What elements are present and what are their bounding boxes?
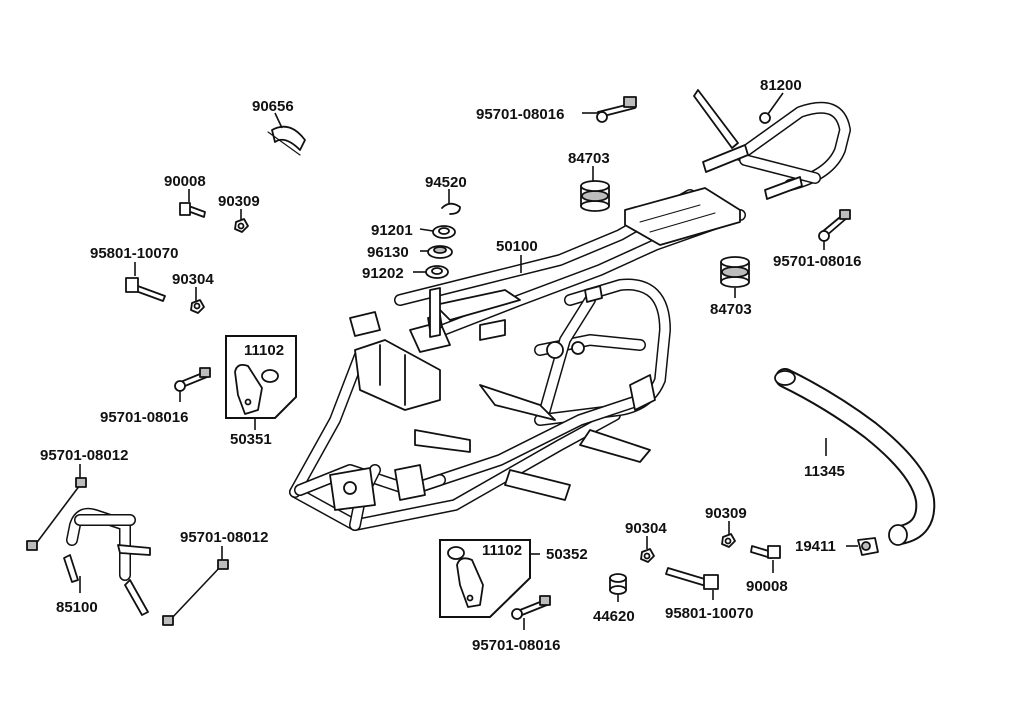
label-50351: 50351 xyxy=(230,431,272,448)
label-91201: 91201 xyxy=(371,222,413,239)
clamp-19411 xyxy=(857,537,879,556)
rubber-mount-84703-top xyxy=(580,180,610,212)
bearing-96130 xyxy=(427,245,453,259)
label-81200: 81200 xyxy=(760,77,802,94)
label-90309-left: 90309 xyxy=(218,193,260,210)
nut-90309-bottom xyxy=(721,533,736,548)
label-90656: 90656 xyxy=(252,98,294,115)
bolt-95701-08016-bottom xyxy=(511,595,551,620)
label-95801-10070-left: 95801-10070 xyxy=(90,245,178,262)
label-94520: 94520 xyxy=(425,174,467,191)
leader-lines xyxy=(79,92,858,630)
rubber-mount-84703-right xyxy=(720,256,750,288)
bolt-95701-08016-left xyxy=(174,367,211,392)
engine-bracket-50352 xyxy=(439,539,531,618)
label-95701-08016-bottom: 95701-08016 xyxy=(472,637,560,654)
rear-grab-bar-81200 xyxy=(693,89,851,200)
label-85100: 85100 xyxy=(56,599,98,616)
label-95801-10070-bottom: 95801-10070 xyxy=(665,605,753,622)
label-96130: 96130 xyxy=(367,244,409,261)
label-44620: 44620 xyxy=(593,608,635,625)
label-50100: 50100 xyxy=(496,238,538,255)
label-90008-left: 90008 xyxy=(164,173,206,190)
bearing-91201 xyxy=(432,225,456,239)
label-90008-bottom: 90008 xyxy=(746,578,788,595)
label-11345: 11345 xyxy=(804,463,845,480)
engine-bracket-50351 xyxy=(225,335,297,419)
clamp-90656 xyxy=(267,125,306,156)
rod-95701-08012-right xyxy=(162,559,229,626)
rod-95701-08012-left xyxy=(26,477,87,551)
label-90309-bottom: 90309 xyxy=(705,505,747,522)
label-91202: 91202 xyxy=(362,265,404,282)
circlip-94520 xyxy=(441,202,461,215)
label-19411: 19411 xyxy=(795,538,836,555)
hose-11345 xyxy=(774,368,936,546)
bolt-95701-08016-right xyxy=(818,209,851,242)
main-frame xyxy=(289,187,746,531)
bolt-95801-10070-left xyxy=(125,277,166,302)
label-11102-bottom: 11102 xyxy=(482,542,522,559)
label-84703-top: 84703 xyxy=(568,150,610,167)
label-11102-left: 11102 xyxy=(244,342,284,359)
washer-90304-left xyxy=(190,299,205,314)
nut-90309-left xyxy=(234,218,249,233)
label-95701-08016-right: 95701-08016 xyxy=(773,253,861,270)
washer-90304-bottom xyxy=(640,548,655,563)
label-84703-right: 84703 xyxy=(710,301,752,318)
bolt-90008-bottom xyxy=(750,545,781,559)
label-90304-left: 90304 xyxy=(172,271,214,288)
bolt-90008-left xyxy=(179,202,206,218)
label-95701-08016-left: 95701-08016 xyxy=(100,409,188,426)
label-95701-08012-right: 95701-08012 xyxy=(180,529,268,546)
bolt-95801-10070-bottom xyxy=(665,567,719,590)
label-90304-bottom: 90304 xyxy=(625,520,667,537)
bolt-95701-08016-top xyxy=(596,96,637,123)
bearing-91202 xyxy=(425,265,449,279)
foot-bar-85100 xyxy=(63,507,151,616)
label-95701-08016-top: 95701-08016 xyxy=(476,106,564,123)
label-95701-08012-left: 95701-08012 xyxy=(40,447,128,464)
part-labels: 81200 90656 95701-08016 84703 90008 9030… xyxy=(40,77,861,654)
collar-44620 xyxy=(609,573,627,595)
label-50352: 50352 xyxy=(546,546,588,563)
